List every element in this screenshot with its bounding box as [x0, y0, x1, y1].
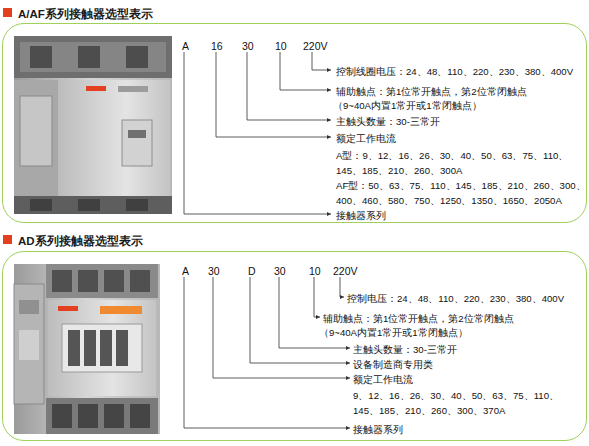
code-part: 10 — [309, 264, 321, 279]
contactor-photo — [14, 264, 160, 434]
code-description: 主触头数量：30-三常开 — [353, 342, 457, 357]
code-part: 10 — [275, 39, 287, 54]
code-description: 控制电压：24、48、110、220、230、380、400V — [347, 291, 564, 306]
selection-panel: A/AF系列接触器选型表示A163010220V控制线圈电压：24、48、110… — [2, 23, 587, 223]
code-description: 接触器系列 — [353, 422, 403, 437]
code-description: 辅助触点：第1位常开触点，第2位常闭触点 — [336, 84, 527, 99]
code-part: 220V — [333, 264, 358, 279]
contactor-photo — [14, 36, 172, 214]
code-part: 220V — [303, 39, 328, 54]
section-heading: AD系列接触器选型表示 — [18, 234, 143, 249]
code-part: A — [182, 264, 189, 279]
code-part: 30 — [242, 39, 254, 54]
code-description: 接触器系列 — [336, 208, 386, 223]
header-marker — [3, 8, 12, 17]
code-part: 30 — [274, 264, 286, 279]
code-part: A — [182, 39, 189, 54]
code-description: 辅助触点：第1位常开触点，第2位常闭触点 — [323, 311, 514, 326]
code-part: D — [248, 264, 256, 279]
code-note: （9~40A内置1常开或1常闭触点） — [319, 325, 468, 340]
code-description: 控制线圈电压：24、48、110、220、230、380、400V — [336, 64, 573, 79]
code-description: 设备制造商专用类 — [353, 357, 433, 372]
current-list: A型：9、12、16、26、30、40、50、63、75、110、 145、18… — [336, 148, 586, 178]
selection-panel: AD系列接触器选型表示A30D3010220V控制电压：24、48、110、22… — [2, 251, 587, 441]
current-list: AF型：50、63、75、110、145、185、210、260、300、 40… — [336, 178, 586, 208]
current-list: 9、12、16、26、30、40、50、63、75、110、 145、185、2… — [353, 388, 568, 418]
section-heading: A/AF系列接触器选型表示 — [18, 7, 153, 22]
code-part: 16 — [211, 39, 223, 54]
code-part: 30 — [208, 264, 220, 279]
code-description: 主触头数量：30-三常开 — [336, 114, 440, 129]
code-description: 额定工作电流 — [336, 131, 396, 146]
header-marker — [3, 235, 12, 244]
code-description: 额定工作电流 — [353, 372, 413, 387]
code-note: （9~40A内置1常开或1常闭触点） — [333, 98, 482, 113]
leader-lines — [184, 277, 350, 428]
leader-lines — [184, 52, 331, 214]
